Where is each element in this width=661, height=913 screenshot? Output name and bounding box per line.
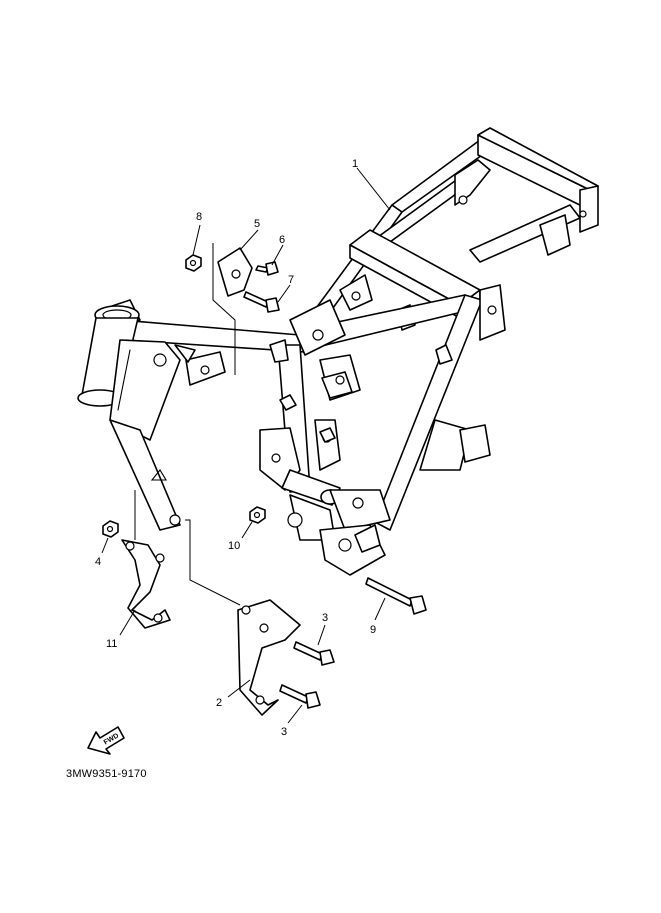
part-2-engine-bracket bbox=[237, 599, 301, 716]
callout-8: 8 bbox=[196, 211, 202, 223]
part-6-bolt bbox=[255, 261, 279, 276]
callout-9: 9 bbox=[370, 624, 376, 636]
callout-4: 4 bbox=[95, 556, 101, 568]
fwd-arrow: FWD bbox=[87, 726, 125, 755]
part-11-bracket bbox=[121, 539, 171, 629]
callout-11: 11 bbox=[106, 638, 117, 650]
callout-3-lower: 3 bbox=[281, 726, 287, 738]
part-7-bolt bbox=[243, 291, 280, 313]
callout-2: 2 bbox=[216, 697, 222, 709]
part-9-long-bolt bbox=[365, 577, 427, 615]
drawing-code: 3MW9351-9170 bbox=[66, 768, 147, 780]
assembly-lines bbox=[134, 243, 241, 606]
callout-6: 6 bbox=[279, 234, 285, 246]
part-8-nut bbox=[185, 254, 202, 272]
part-3-bolt-upper bbox=[293, 641, 335, 666]
callout-labels: 1 2 3 3 4 5 6 7 8 9 10 11 bbox=[95, 158, 376, 738]
callout-5: 5 bbox=[254, 218, 260, 230]
callout-10: 10 bbox=[228, 540, 240, 552]
leader-lines bbox=[101, 167, 391, 724]
part-3-bolt-lower bbox=[279, 684, 321, 709]
part-5-bracket bbox=[217, 247, 253, 297]
callout-3-upper: 3 bbox=[322, 612, 328, 624]
main-frame bbox=[77, 127, 599, 576]
part-4-nut bbox=[102, 520, 119, 538]
part-10-nut bbox=[249, 506, 266, 524]
callout-7: 7 bbox=[288, 274, 294, 286]
callout-1: 1 bbox=[352, 158, 358, 170]
